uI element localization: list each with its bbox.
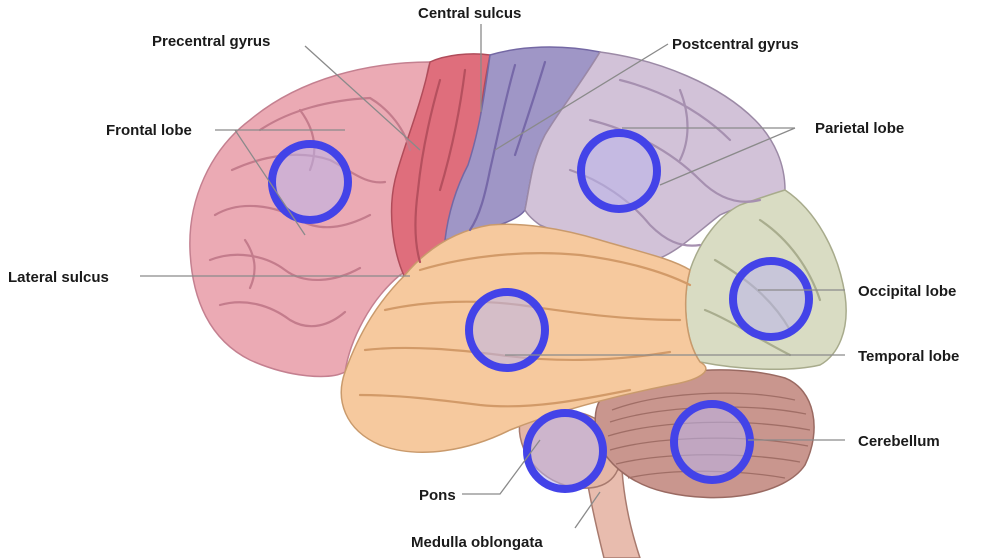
precentral-gyri [414, 68, 467, 264]
pons-highlight [523, 409, 607, 493]
leader-postcentral-gyrus [494, 43, 669, 151]
leader-precentral-gyrus [304, 45, 421, 151]
label-lateral-sulcus: Lateral sulcus [8, 269, 109, 286]
leader-frontal-lobe-b [234, 129, 306, 236]
label-frontal-lobe: Frontal lobe [106, 122, 192, 139]
medulla-oblongata-region [584, 467, 641, 558]
leader-pons [462, 439, 541, 495]
label-cerebellum: Cerebellum [858, 433, 940, 450]
label-medulla-oblongata: Medulla oblongata [411, 534, 543, 551]
leader-medulla-oblongata [574, 491, 601, 529]
label-central-sulcus: Central sulcus [418, 5, 521, 22]
label-postcentral-gyrus: Postcentral gyrus [672, 36, 799, 53]
label-parietal-lobe: Parietal lobe [815, 120, 904, 137]
parietal-lobe-highlight [577, 129, 661, 213]
label-pons: Pons [419, 487, 456, 504]
postcentral-gyri [468, 60, 547, 232]
leader-lines [140, 24, 845, 529]
label-precentral-gyrus: Precentral gyrus [152, 33, 270, 50]
temporal-lobe-highlight [465, 288, 549, 372]
label-temporal-lobe: Temporal lobe [858, 348, 959, 365]
frontal-lobe-highlight [268, 140, 352, 224]
leader-parietal-lobe-b [659, 127, 796, 186]
occipital-lobe-highlight [729, 257, 813, 341]
label-occipital-lobe: Occipital lobe [858, 283, 956, 300]
cerebellum-highlight [670, 400, 754, 484]
